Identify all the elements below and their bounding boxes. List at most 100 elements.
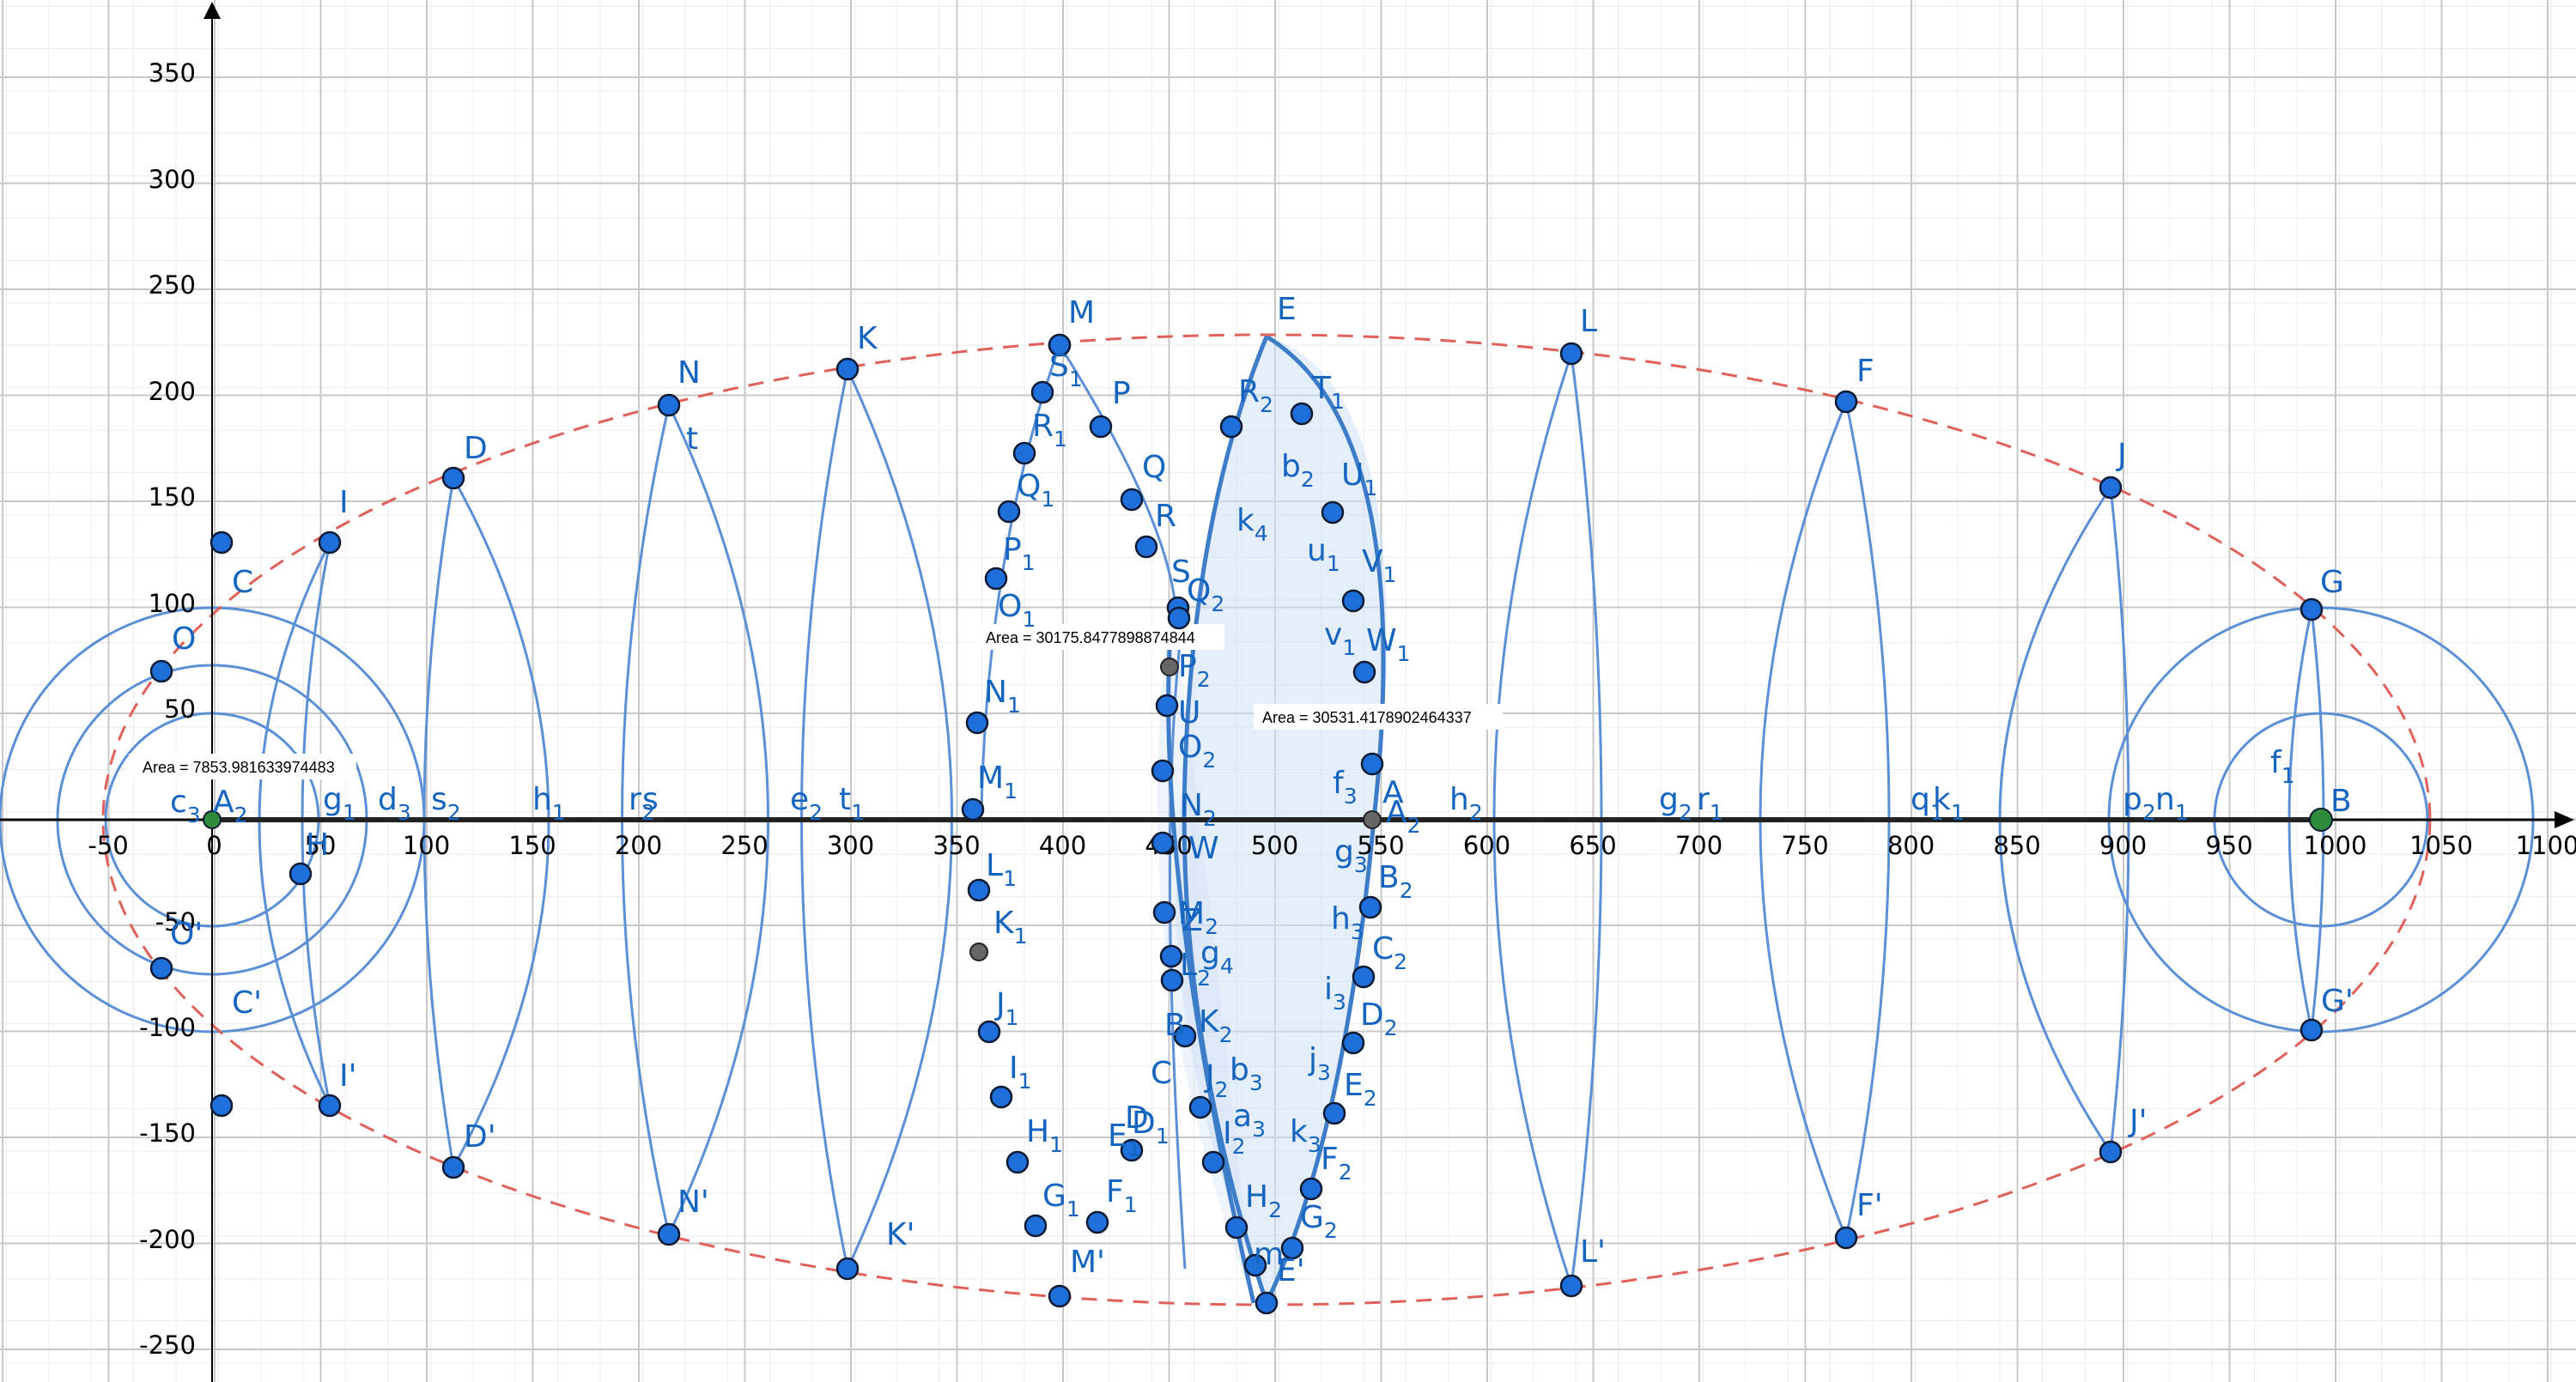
point[interactable] <box>2099 1140 2123 1164</box>
y-tick-label: 100 <box>149 589 196 618</box>
point[interactable] <box>149 659 173 683</box>
label-subscript: 2 <box>1205 914 1218 939</box>
label-subscript: 2 <box>234 803 248 827</box>
label-subscript: 3 <box>398 800 411 825</box>
point[interactable] <box>657 393 681 417</box>
point[interactable] <box>1048 1284 1072 1308</box>
point[interactable] <box>1255 1291 1279 1315</box>
point[interactable] <box>1085 1210 1109 1234</box>
point[interactable] <box>2300 1018 2324 1042</box>
point[interactable] <box>1352 660 1376 684</box>
label-subscript: 4 <box>1220 954 1234 979</box>
point[interactable] <box>441 466 465 490</box>
point[interactable] <box>1243 1253 1267 1277</box>
aux-point[interactable] <box>1160 658 1179 676</box>
label-subscript: 3 <box>1252 1117 1266 1142</box>
point[interactable] <box>1134 535 1158 559</box>
point-label: N' <box>677 1185 709 1220</box>
label-subscript: 3 <box>1249 1070 1263 1095</box>
label-subscript: 1 <box>343 800 356 825</box>
point[interactable] <box>1151 831 1175 855</box>
point[interactable] <box>1120 1138 1144 1162</box>
point[interactable] <box>1048 333 1072 357</box>
y-tick-label: 250 <box>149 270 196 300</box>
point[interactable] <box>1201 1150 1225 1174</box>
y-tick-label: 200 <box>149 377 196 406</box>
point[interactable] <box>1834 390 1858 414</box>
point[interactable] <box>1834 1226 1858 1250</box>
point[interactable] <box>1352 965 1376 989</box>
point[interactable] <box>967 878 991 902</box>
point-label: L' <box>1580 1234 1606 1270</box>
point[interactable] <box>1280 1236 1304 1260</box>
point[interactable] <box>1219 415 1243 439</box>
x-tick-label: 1050 <box>2409 831 2473 860</box>
point[interactable] <box>210 530 234 555</box>
point[interactable] <box>984 567 1008 591</box>
y-axis-arrow-icon <box>204 2 221 19</box>
point[interactable] <box>1167 606 1191 630</box>
point[interactable] <box>441 1155 465 1179</box>
aux-point[interactable] <box>969 943 988 961</box>
point[interactable] <box>657 1222 681 1246</box>
label-subscript: 2 <box>1679 800 1692 825</box>
point[interactable] <box>1005 1150 1030 1174</box>
point[interactable] <box>965 711 989 735</box>
point[interactable] <box>1358 895 1382 919</box>
point[interactable] <box>2300 597 2324 621</box>
point[interactable] <box>1559 342 1583 366</box>
point[interactable] <box>1360 752 1384 776</box>
point[interactable] <box>977 1020 1001 1044</box>
point[interactable] <box>1341 589 1365 613</box>
point[interactable] <box>1224 1215 1249 1240</box>
x-tick-label: 850 <box>1993 831 2040 860</box>
point[interactable] <box>318 530 342 555</box>
point[interactable] <box>149 956 173 980</box>
point[interactable] <box>961 797 985 821</box>
point[interactable] <box>2099 476 2123 500</box>
label-subscript: 1 <box>1022 607 1036 632</box>
label-subscript: 2 <box>2142 800 2156 825</box>
point[interactable] <box>1321 500 1345 524</box>
aux-point[interactable] <box>1363 810 1382 829</box>
x-tick-label: -50 <box>88 831 128 860</box>
point[interactable] <box>1012 441 1036 465</box>
point[interactable] <box>997 500 1021 524</box>
point-label: M' <box>1070 1245 1105 1280</box>
point[interactable] <box>989 1085 1013 1109</box>
point[interactable] <box>1089 415 1113 439</box>
point[interactable] <box>1159 944 1183 968</box>
point[interactable] <box>1322 1101 1346 1125</box>
point[interactable] <box>1173 1024 1197 1048</box>
point[interactable] <box>318 1094 342 1118</box>
point[interactable] <box>1559 1274 1583 1298</box>
y-tick-label: -250 <box>139 1330 196 1360</box>
area-annotation-3: Area = 30531.4178902464337 <box>1254 704 1503 730</box>
point[interactable] <box>1155 694 1179 718</box>
label-subscript: 2 <box>641 800 655 825</box>
area-annotation-1: Area = 7853.981633974483 <box>129 754 356 779</box>
area-label-1: Area = 7853.981633974483 <box>143 759 335 776</box>
point[interactable] <box>1341 1031 1365 1055</box>
shaded-region-thin <box>1157 609 1254 1303</box>
point[interactable] <box>289 862 313 886</box>
point[interactable] <box>1024 1214 1048 1238</box>
point[interactable] <box>1151 759 1175 783</box>
point[interactable] <box>1120 488 1144 512</box>
x-tick-label: 600 <box>1463 831 1510 860</box>
point[interactable] <box>1160 968 1184 992</box>
point-label: B <box>1164 1008 1186 1043</box>
point[interactable] <box>210 1094 234 1118</box>
point[interactable] <box>1188 1095 1212 1119</box>
point-A[interactable] <box>203 810 222 829</box>
point[interactable] <box>1030 380 1054 404</box>
point[interactable] <box>835 1257 860 1281</box>
label-subscript: 1 <box>552 800 566 825</box>
point-B[interactable] <box>2309 808 2333 832</box>
point[interactable] <box>1299 1177 1323 1201</box>
point[interactable] <box>835 357 860 381</box>
label-subscript: 4 <box>1255 521 1268 546</box>
point[interactable] <box>1290 402 1314 426</box>
point[interactable] <box>1152 900 1176 924</box>
